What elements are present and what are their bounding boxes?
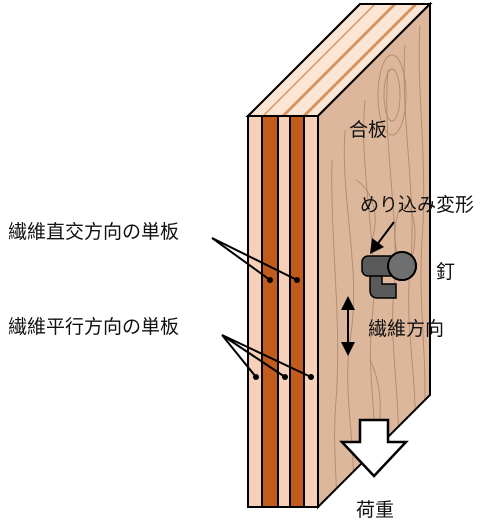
parallel-veneer-label: 繊維平行方向の単板 (8, 316, 179, 338)
veneer-perpendicular-2 (290, 116, 304, 507)
hollow-down-arrow-icon (339, 418, 409, 478)
nail-icon (361, 251, 417, 299)
plywood-top-edge (245, 3, 433, 117)
leader-lines-parallel (221, 334, 314, 380)
embedment-deformation-label: めり込み変形 (360, 194, 474, 216)
leader-lines-perpendicular (211, 237, 300, 283)
double-arrow-icon (341, 296, 355, 356)
load-label: 荷重 (356, 499, 394, 521)
veneer-perpendicular-1 (262, 116, 278, 507)
perpendicular-veneer-label: 繊維直交方向の単板 (8, 221, 179, 243)
nail-label: 釘 (436, 261, 455, 283)
plywood-label: 合板 (349, 119, 387, 141)
embedment-arrow-icon (370, 221, 395, 254)
grain-direction-label: 繊維方向 (368, 318, 444, 340)
plywood-side-edge (247, 115, 319, 508)
